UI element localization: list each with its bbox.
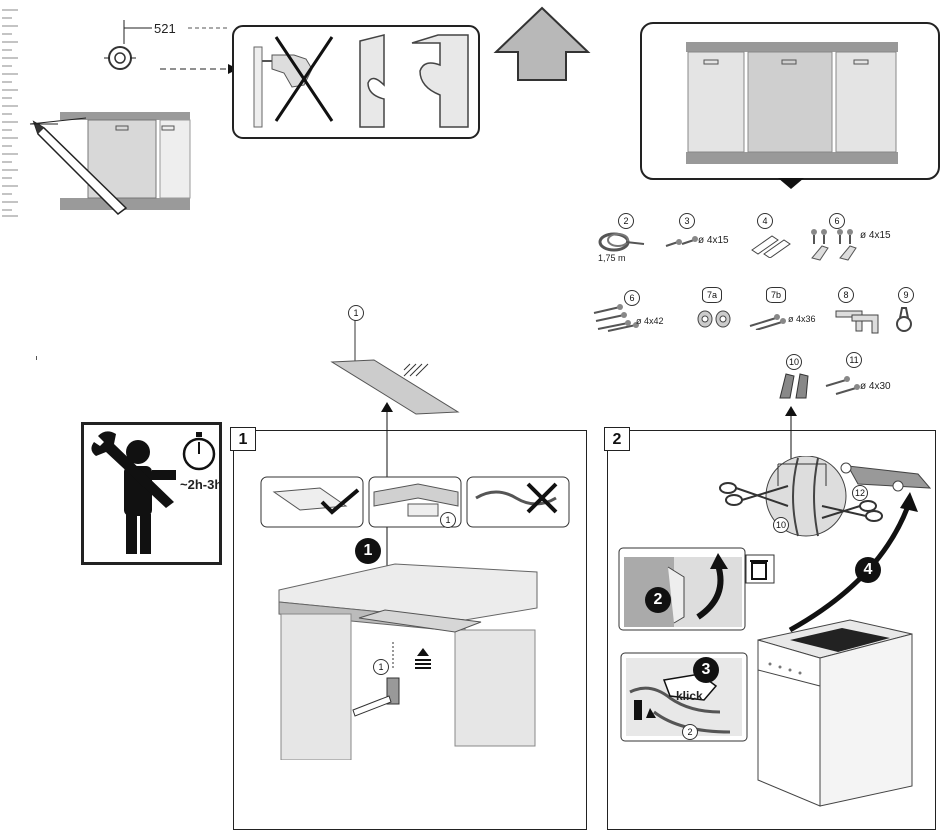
part-number-7a: 7a bbox=[702, 287, 722, 303]
bolt-nut-icon bbox=[697, 310, 731, 328]
klick-label: klick bbox=[676, 689, 703, 703]
part-3-caption: ø 4x15 bbox=[698, 235, 729, 246]
cover-caps-icon bbox=[779, 373, 809, 399]
step-2-panel bbox=[607, 430, 936, 830]
substep-3-marker: 3 bbox=[693, 657, 719, 683]
part-number-6b: 6 bbox=[624, 290, 640, 306]
part-number-1-top: 1 bbox=[348, 305, 364, 321]
worker-wrench-icon bbox=[91, 431, 176, 554]
measurement-ruler-illustration bbox=[2, 9, 191, 217]
part-number-10: 10 bbox=[786, 354, 802, 370]
kitchen-front-panel bbox=[640, 22, 940, 189]
adhesive-strip-icon bbox=[751, 235, 791, 258]
hose-part-icon bbox=[598, 232, 645, 252]
part-number-9: 9 bbox=[898, 287, 914, 303]
part-number-2: 2 bbox=[618, 213, 634, 229]
screw-4x30-icon bbox=[825, 376, 860, 395]
hole-dimension-illustration bbox=[104, 20, 228, 70]
hose-length-caption: 1,75 m bbox=[598, 253, 626, 263]
callout-2: 2 bbox=[682, 724, 698, 740]
part-number-8: 8 bbox=[838, 287, 854, 303]
substep-1-marker: 1 bbox=[355, 538, 381, 564]
correct-option-icon bbox=[260, 476, 364, 528]
wrong-option-icon bbox=[466, 476, 570, 528]
callout-12: 12 bbox=[852, 485, 868, 501]
part-6b-caption: ø 4x42 bbox=[636, 316, 664, 326]
stopwatch-icon bbox=[182, 432, 216, 471]
part-7b-caption: ø 4x36 bbox=[788, 314, 816, 324]
dimension-label: 521 bbox=[154, 21, 176, 36]
screw-part-icon bbox=[665, 236, 698, 247]
drill-cut-panel bbox=[232, 25, 480, 139]
installation-time-panel bbox=[81, 422, 222, 565]
screw-pair-icon bbox=[749, 314, 786, 330]
step-1-panel bbox=[233, 430, 587, 830]
rail-part-icon bbox=[835, 310, 879, 334]
part-number-11: 11 bbox=[846, 352, 862, 368]
callout-10: 10 bbox=[773, 517, 789, 533]
step-2-label: 2 bbox=[604, 427, 630, 451]
stray-mark bbox=[36, 356, 37, 360]
protection-plate-icon bbox=[330, 320, 460, 415]
dashed-guide bbox=[160, 64, 238, 74]
up-arrow-icon bbox=[493, 6, 591, 81]
part-number-7b: 7b bbox=[766, 287, 786, 303]
part-number-3: 3 bbox=[679, 213, 695, 229]
part-number-1-hammer: 1 bbox=[373, 659, 389, 675]
time-estimate: ~2h-3h bbox=[180, 477, 223, 492]
mini-part-number-1: 1 bbox=[440, 512, 456, 528]
detail-option-icon bbox=[368, 476, 462, 528]
substep-4-marker: 4 bbox=[855, 557, 881, 583]
part-number-4: 4 bbox=[757, 213, 773, 229]
part-11-caption: ø 4x30 bbox=[860, 381, 891, 392]
part-6a-caption: ø 4x15 bbox=[860, 230, 891, 241]
part-number-6a: 6 bbox=[829, 213, 845, 229]
countertop-illustration bbox=[278, 563, 538, 760]
long-screws-icon bbox=[593, 304, 639, 332]
substep-2-marker: 2 bbox=[645, 587, 671, 613]
cut-detail-illustration bbox=[719, 456, 932, 537]
clip-part-icon bbox=[896, 307, 912, 332]
step-1-label: 1 bbox=[230, 427, 256, 451]
bracket-part-icon bbox=[811, 229, 857, 261]
dishwasher-illustration bbox=[757, 492, 918, 807]
